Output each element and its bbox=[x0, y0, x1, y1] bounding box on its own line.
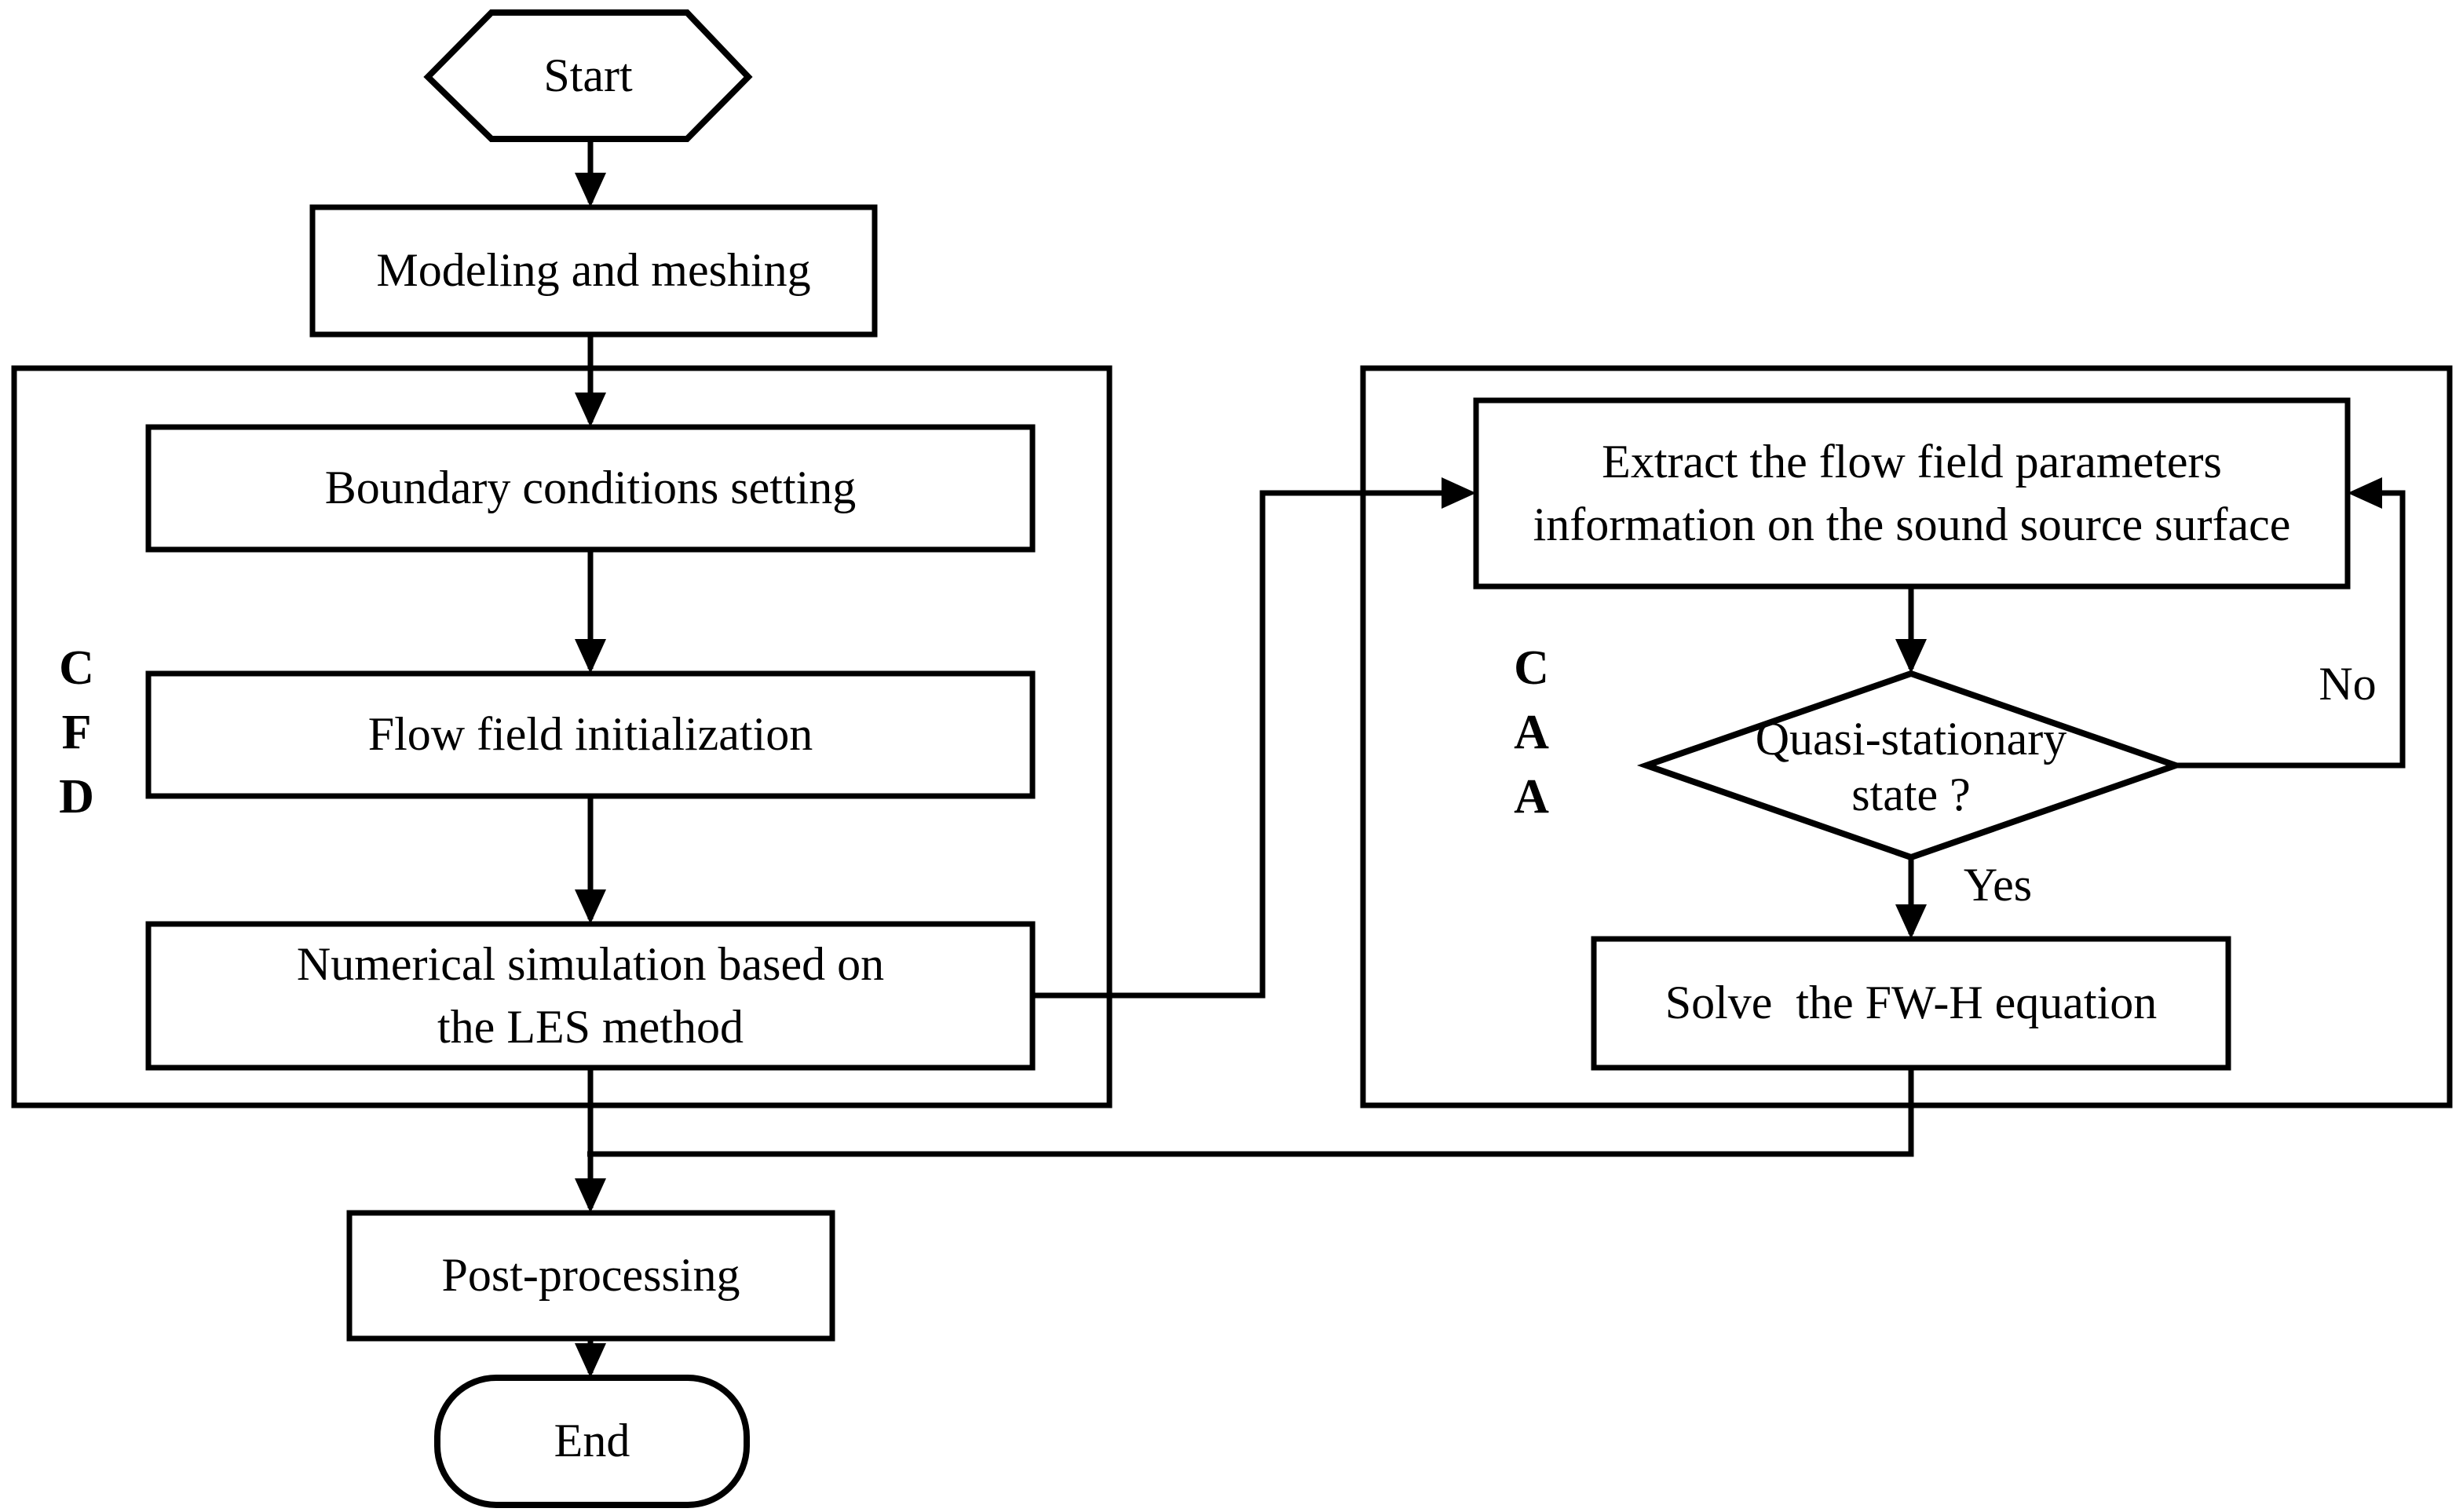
arrowhead-down-icon bbox=[575, 889, 606, 924]
edge-decision-extract-no bbox=[2176, 490, 2406, 769]
modeling-node-shape bbox=[309, 204, 878, 338]
arrowhead-down-icon bbox=[1895, 904, 1927, 939]
extract-node-shape bbox=[1473, 397, 2351, 590]
end-node-shape bbox=[434, 1375, 750, 1508]
edge-solve-merge bbox=[587, 1068, 1914, 1157]
numerical-node-shape bbox=[145, 921, 1036, 1071]
arrowhead-down-icon bbox=[575, 639, 606, 674]
post-node-shape bbox=[346, 1210, 835, 1342]
edge-numerical-extract bbox=[1032, 490, 1445, 999]
arrowhead-right-icon bbox=[1442, 477, 1476, 509]
solve-node-shape bbox=[1591, 936, 2231, 1071]
arrowhead-down-icon bbox=[575, 1178, 606, 1213]
arrowhead-down-icon bbox=[575, 393, 606, 427]
arrowhead-down-icon bbox=[1895, 639, 1927, 674]
arrowhead-down-icon bbox=[575, 1343, 606, 1378]
arrowhead-down-icon bbox=[575, 173, 606, 207]
arrowhead-left-icon bbox=[2348, 477, 2382, 509]
start-node-shape bbox=[423, 9, 753, 142]
boundary-node-shape bbox=[145, 424, 1036, 553]
flow-init-node-shape bbox=[145, 670, 1036, 799]
